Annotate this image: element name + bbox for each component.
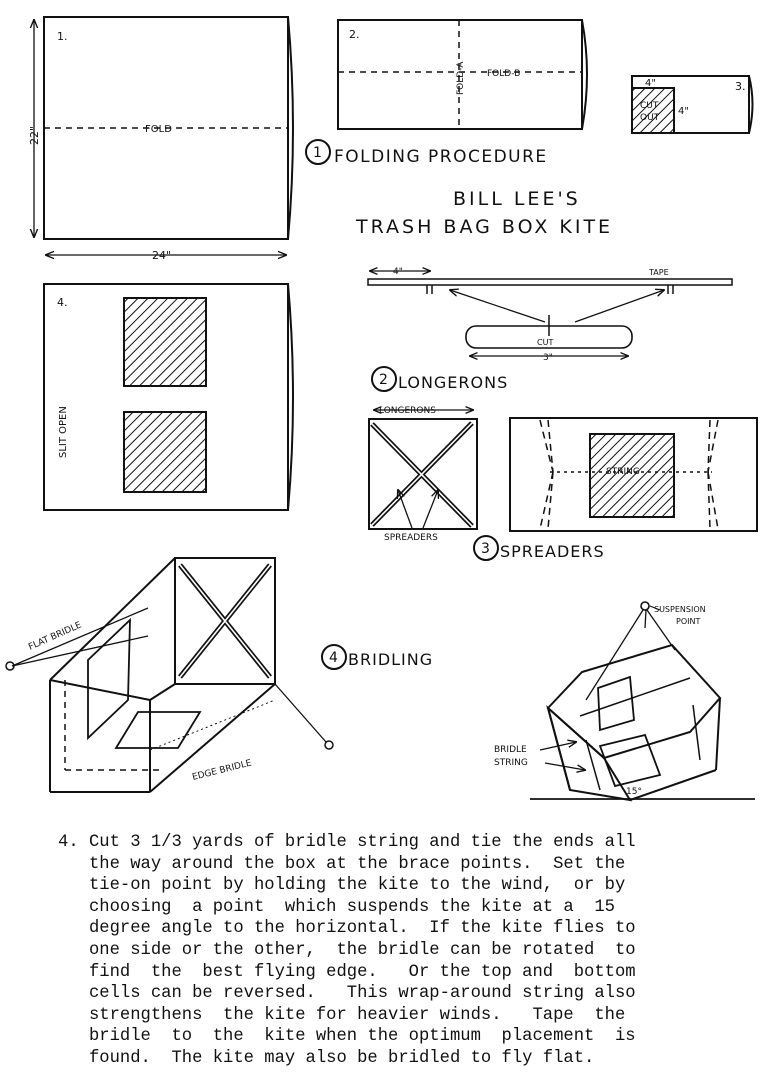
- panel-4-sheet: [43, 283, 294, 511]
- string-label: STRING: [606, 467, 640, 477]
- panel-1-fold-label: FOLD: [145, 124, 172, 135]
- bridle-string-label-2: STRING: [494, 758, 528, 768]
- step-4-label: BRIDLING: [348, 650, 433, 669]
- step-1-number: 1: [313, 145, 322, 161]
- step-2-number: 2: [379, 372, 388, 388]
- instruction-line: tie-on point by holding the kite to the …: [58, 876, 626, 896]
- step-4-number: 4: [329, 650, 338, 666]
- step-3-number: 3: [481, 541, 490, 557]
- panel-2-fold-a-label: FOLD-A: [456, 61, 466, 95]
- title-line-2: TRASH BAG BOX KITE: [355, 216, 613, 238]
- step-2-circle: [371, 366, 397, 392]
- instruction-line: one side or the other, the bridle can be…: [58, 940, 636, 960]
- tube-length-label: 3": [543, 353, 553, 363]
- suspension-label-2: POINT: [676, 617, 700, 626]
- angle-label: 15°: [626, 787, 642, 797]
- cut-label: CUT: [537, 338, 553, 347]
- panel-1-height-label: 22": [28, 126, 41, 145]
- panel-3-top-dim: 4": [645, 78, 656, 89]
- bridle-string-label-1: BRIDLE: [494, 745, 527, 755]
- panel-4-number: 4.: [57, 296, 68, 309]
- edge-bridle-label: EDGE BRIDLE: [191, 758, 253, 783]
- longeron-dim-label: 4": [393, 267, 403, 277]
- longerons-figure: [367, 271, 733, 356]
- step-3-circle: [473, 535, 499, 561]
- instruction-line: cells can be reversed. This wrap-around …: [58, 984, 636, 1004]
- panel-3-cut-label: CUT: [640, 101, 659, 111]
- instruction-line: find the best flying edge. Or the top an…: [58, 962, 636, 982]
- title-line-1: BILL LEE'S: [453, 188, 581, 210]
- step-4-circle: [321, 644, 347, 670]
- spreaders-square: [368, 410, 478, 530]
- suspension-label-1: SUSPENSION: [654, 605, 706, 614]
- longerons-label: LONGERONS: [379, 406, 436, 416]
- spreaders-sheet: [509, 417, 758, 532]
- panel-1-number: 1.: [57, 30, 68, 43]
- instruction-line: found. The kite may also be bridled to f…: [58, 1048, 595, 1068]
- step-1-label: FOLDING PROCEDURE: [334, 147, 548, 167]
- panel-2-fold-b-label: FOLD-B: [487, 69, 520, 79]
- instruction-line: degree angle to the horizontal. If the k…: [58, 919, 636, 939]
- instruction-line: the way around the box at the brace poin…: [58, 854, 626, 874]
- box-kite-perspective: [5, 557, 334, 793]
- instruction-line: 4. Cut 3 1/3 yards of bridle string and …: [58, 833, 636, 852]
- spreaders-label: SPREADERS: [384, 533, 438, 543]
- suspended-kite: [530, 601, 755, 802]
- instruction-line: strengthens the kite for heavier winds. …: [58, 1005, 626, 1025]
- step-2-label: LONGERONS: [398, 373, 508, 392]
- panel-3-side-dim: 4": [678, 106, 689, 117]
- panel-3-sheet: [631, 75, 754, 134]
- kite-diagrams: 1. FOLD 22" 24" 2. FOLD-A FOLD-B 3. 4" 4…: [5, 16, 758, 802]
- step-3-label: SPREADERS: [500, 542, 605, 561]
- instruction-line: choosing a point which suspends the kite…: [58, 897, 615, 917]
- panel-1-width-label: 24": [152, 249, 171, 262]
- panel-1-sheet: [34, 16, 294, 255]
- panel-2-number: 2.: [349, 28, 360, 41]
- panel-4-slit-label: SLIT OPEN: [58, 406, 69, 458]
- instruction-line: bridle to the kite when the optimum plac…: [58, 1027, 636, 1047]
- bridling-instructions: 4. Cut 3 1/3 yards of bridle string and …: [58, 832, 758, 1070]
- panel-2-sheet: [337, 19, 588, 130]
- step-1-circle: [305, 139, 331, 165]
- panel-3-out-label: OUT: [640, 113, 660, 123]
- tape-label: TAPE: [648, 268, 669, 277]
- panel-3-number: 3.: [735, 80, 746, 93]
